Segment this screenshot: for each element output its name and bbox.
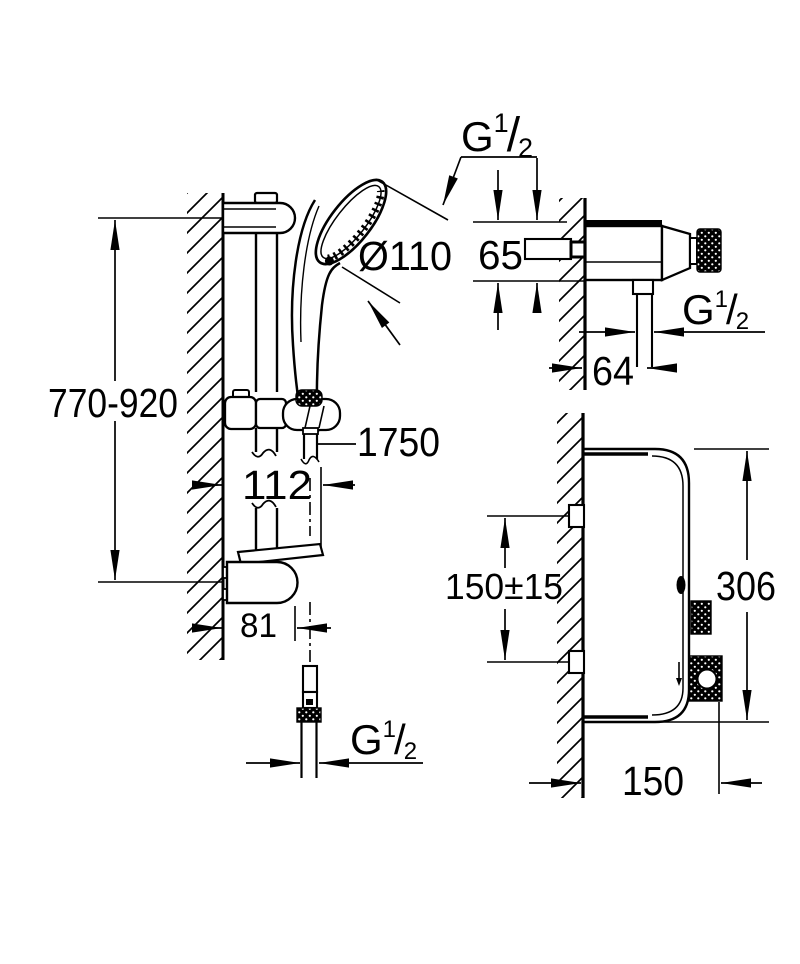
hand-shower	[290, 178, 388, 433]
handle-cone-right	[318, 405, 325, 429]
bottom-bracket-body	[225, 560, 299, 605]
indicator-mark-arrow	[676, 678, 682, 686]
thread-label-bottom-text: G1/2	[350, 716, 417, 765]
thread-slash: /	[507, 109, 521, 162]
wall-hatch-thermostat	[557, 413, 583, 798]
slide-rail	[251, 233, 279, 551]
valve-knurled-knob	[696, 228, 722, 273]
connector-knurled-nut	[296, 707, 322, 723]
rail-break-upper	[251, 448, 277, 458]
handle-inner-line	[299, 205, 320, 343]
connector-upper	[301, 664, 319, 694]
dim-bracket-offset-label: 81	[240, 607, 277, 645]
dim-rail-height-label: 770-920	[48, 380, 178, 426]
shower-head	[314, 178, 388, 266]
thread-slash: /	[394, 716, 406, 763]
thread-sub: 2	[736, 308, 749, 335]
diameter-arrow-lower	[367, 300, 401, 346]
valve-top-bar	[585, 220, 662, 226]
supply-stub-step	[569, 240, 587, 259]
rail-break-lower	[251, 499, 277, 509]
thread-label-hose-bottom: G1/2	[246, 716, 423, 768]
dim-holder-offset-label: 112	[242, 462, 312, 508]
connector-mark	[306, 699, 313, 705]
wall-hatch-left	[187, 193, 223, 660]
thread-label-top: G1/2	[442, 108, 537, 206]
dimension-overall-height: 306	[656, 448, 776, 723]
dimension-valve-outlet-offset: 64	[549, 348, 677, 394]
dim-head-diameter-label: Ø110	[358, 233, 452, 279]
supply-stub	[523, 237, 573, 261]
valve-neck	[689, 237, 698, 265]
bracket-screw-cover	[253, 191, 279, 205]
rail-top-bracket	[221, 191, 297, 235]
thread-sup: 1	[494, 108, 509, 138]
thread-sup: 1	[383, 716, 396, 743]
handle-cone-left	[304, 405, 311, 429]
thermostat-side-view: 150±15 306 150	[445, 413, 776, 804]
thermostat-body	[581, 447, 723, 724]
dimension-head-diameter: Ø110	[341, 179, 452, 346]
soap-dish-shelf	[236, 542, 325, 566]
dim-valve-outlet-offset-label: 64	[592, 348, 634, 394]
wall-hatch-valve	[559, 198, 585, 390]
valve-side-view: 65 G1/2 64	[473, 158, 765, 394]
glide-rail-clamp	[254, 397, 288, 430]
valve-body	[583, 220, 722, 367]
dimension-rail-height: 770-920	[48, 220, 178, 580]
dim-inlet-spacing-label: 150±15	[445, 566, 563, 607]
head-pivot-dot	[324, 256, 334, 266]
dimension-bracket-offset: 81	[192, 606, 331, 645]
spray-face-nozzles	[326, 190, 385, 263]
dim-depth-label: 150	[622, 758, 684, 804]
thread-g: G	[350, 716, 383, 763]
shower-hose	[300, 434, 320, 465]
bracket-arm	[221, 201, 297, 235]
dim-overall-height-label: 306	[716, 563, 776, 609]
valve-main-body	[583, 224, 664, 282]
thread-top-leader	[442, 156, 462, 206]
glide-element	[223, 389, 342, 435]
diameter-extension-lower	[341, 266, 401, 304]
thread-slash: /	[726, 286, 738, 333]
inlet-bottom	[567, 649, 586, 675]
handle-cone-knurl	[295, 389, 323, 407]
thread-g: G	[461, 113, 494, 160]
dimension-depth: 150	[529, 702, 762, 804]
thread-sup: 1	[715, 286, 728, 313]
thread-g: G	[682, 286, 715, 333]
valve-cone	[660, 224, 692, 282]
hose-connector	[296, 664, 322, 778]
dim-valve-height-label: 65	[478, 232, 523, 278]
thread-label-valve-outlet: G1/2	[579, 286, 765, 337]
soap-dish-bracket	[222, 542, 325, 605]
dimension-valve-height: 65	[473, 170, 584, 330]
dimension-holder-offset: 112	[192, 462, 355, 548]
escutcheon-notch	[676, 576, 686, 594]
dim-hose-length-label: 1750	[357, 419, 440, 465]
thread-label-valve-text: G1/2	[682, 286, 749, 335]
shower-rail-view: 770-920 Ø110 G1/2 1750 112	[48, 108, 537, 778]
glide-body	[223, 395, 258, 431]
spray-face-ring	[320, 184, 382, 260]
thread-label-top-text: G1/2	[461, 108, 533, 163]
hose-break	[300, 455, 320, 465]
thread-sub: 2	[404, 738, 417, 765]
hose-nipple	[302, 427, 319, 435]
dimension-inlet-spacing: 150±15	[445, 515, 569, 663]
shower-head-outline	[314, 178, 388, 266]
valve-outlet-elbow	[631, 278, 655, 296]
inlet-top	[567, 503, 586, 529]
dimension-hose-length: 1750	[318, 419, 440, 465]
temperature-knob	[690, 600, 712, 635]
volume-knob-button	[696, 668, 718, 690]
thermostat-outline	[581, 447, 691, 724]
thread-sub: 2	[518, 133, 533, 163]
diameter-extension-upper	[376, 179, 449, 221]
